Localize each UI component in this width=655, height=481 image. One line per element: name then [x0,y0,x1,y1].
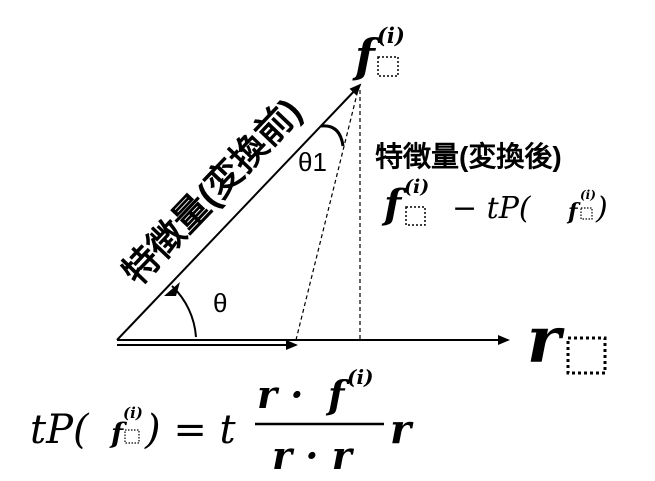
formula-lhs-f-superscript: (i) [123,404,143,422]
formula-numerator-r-dot: r · [257,372,303,417]
f-superscript: (i) [377,23,405,48]
r-symbol: r [527,303,565,378]
formula-numerator-f-superscript: (i) [347,365,374,389]
formula-denominator: r · r [272,433,355,478]
formula-lhs-tP: tP( [30,407,90,453]
transformed-feature-expression: f (i) − tP( f (i) ) [381,176,608,228]
feature-after-label: 特徴量(変換後) [375,140,562,172]
feature-vector-before-arrow [116,83,362,341]
close-paren: ) [595,191,608,226]
inner-f-superscript: (i) [580,188,596,202]
subscript-placeholder-box [566,336,607,375]
minus-tP-text: − tP( [452,191,532,226]
formula-lhs-placeholder-box [124,429,140,444]
formula-tail-r: r [390,406,414,453]
theta1-label: θ1 [298,147,327,177]
feature-vector-after-dashed [295,89,359,341]
inner-placeholder-box [580,207,593,220]
feature-before-label: 特徴量(変換前) [114,90,309,292]
formula-equals-t: ) = t [144,407,237,453]
f-vector-symbol-top: f (i) [352,23,405,83]
inner-f-symbol: f [566,199,581,225]
r-axis-symbol: r [527,303,607,378]
theta-arc-arrowhead [164,282,180,296]
subscript-placeholder-box [377,56,399,77]
theta1-angle-arc [320,124,345,147]
f-superscript: (i) [404,176,429,198]
projection-formula: tP( f (i) ) = t r · f (i) r · r r [30,365,414,478]
subscript-placeholder-box [405,206,426,226]
theta-label: θ [213,288,227,318]
